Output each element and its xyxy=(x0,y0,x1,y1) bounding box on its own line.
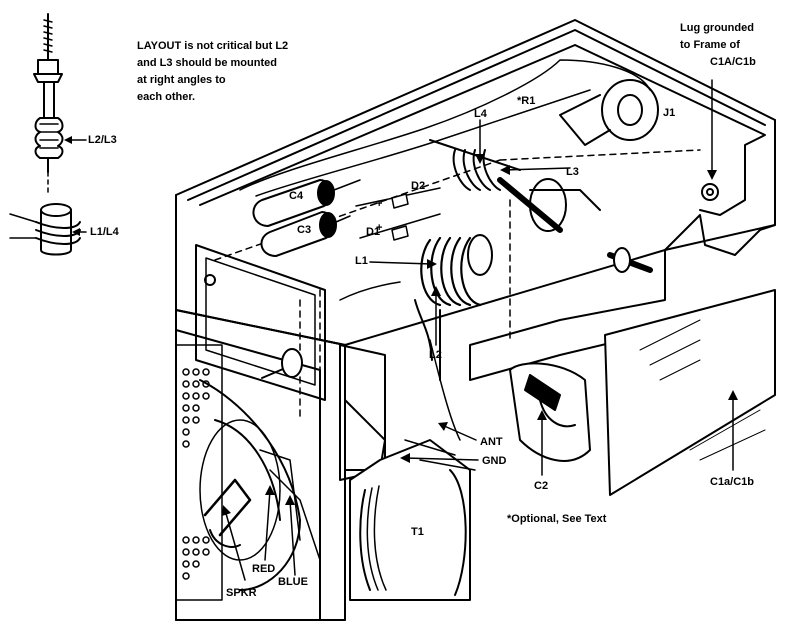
label-l4: L4 xyxy=(474,108,487,120)
jack-j1 xyxy=(559,79,659,146)
label-red: RED xyxy=(252,563,276,575)
label-d1: D1 xyxy=(366,226,381,238)
wiring xyxy=(239,59,651,561)
label-plus-d2: + xyxy=(376,198,383,210)
label-c4: C4 xyxy=(289,190,304,202)
tuning-capacitor-c2 xyxy=(509,362,591,462)
layout-note-line-2: and L3 should be mounted xyxy=(137,57,277,69)
optional-note: *Optional, See Text xyxy=(507,513,607,525)
label-j1: J1 xyxy=(663,107,676,119)
transformer-t1 xyxy=(349,439,471,601)
label-t1: T1 xyxy=(411,526,424,538)
layout-note-line-4: each other. xyxy=(137,91,196,103)
speaker xyxy=(199,379,301,591)
variable-capacitor-c1 xyxy=(604,289,776,496)
coil-detail-drawing xyxy=(9,13,87,256)
lug-note-line-2: to Frame of xyxy=(680,39,740,51)
arrow-heads xyxy=(222,154,738,516)
label-c1a-c1b: C1a/C1b xyxy=(710,476,755,488)
label-l2: L2 xyxy=(429,349,442,361)
label-plus-d1: + xyxy=(376,222,383,234)
label-l2-l3: L2/L3 xyxy=(88,134,117,146)
front-panel xyxy=(195,244,326,401)
label-l1: L1 xyxy=(355,255,368,267)
ground-lug xyxy=(701,183,719,201)
layout-note: LAYOUT is not critical but L2 and L3 sho… xyxy=(137,38,288,106)
label-gnd: GND xyxy=(482,455,507,467)
label-l1-l4: L1/L4 xyxy=(90,226,119,238)
layout-note-line-3: at right angles to xyxy=(137,74,226,86)
coil-l4-l3 xyxy=(429,139,601,233)
volume-knob xyxy=(261,348,303,379)
capacitors-c3-c4 xyxy=(252,179,361,257)
label-d2: D2 xyxy=(411,180,426,192)
label-blue: BLUE xyxy=(278,576,308,588)
label-c3: C3 xyxy=(297,224,312,236)
lug-note: Lug grounded to Frame of C1A/C1b xyxy=(680,20,756,71)
label-arrows xyxy=(224,79,734,581)
diodes-d1-d2 xyxy=(355,187,441,241)
label-spkr: SPKR xyxy=(226,587,257,599)
coil-l1-l2 xyxy=(414,234,493,381)
label-l3: L3 xyxy=(566,166,579,178)
layout-note-line-1: LAYOUT is not critical but L2 xyxy=(137,40,289,52)
tuning-shaft xyxy=(607,247,653,273)
label-ant: ANT xyxy=(480,436,503,448)
lug-note-line-1: Lug grounded xyxy=(680,22,754,34)
label-c2: C2 xyxy=(534,480,549,492)
speaker-grille xyxy=(182,368,210,580)
lug-note-line-3: C1A/C1b xyxy=(710,56,756,68)
label-r1: *R1 xyxy=(517,95,536,107)
